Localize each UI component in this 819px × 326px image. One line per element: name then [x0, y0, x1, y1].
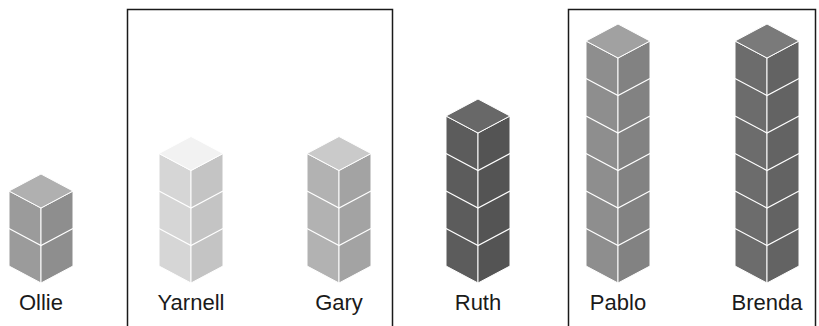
group-frames	[128, 10, 816, 326]
cube-edge	[9, 229, 73, 246]
cube-top	[159, 137, 223, 171]
cube-top	[9, 174, 73, 208]
cube-edge	[735, 229, 799, 246]
cube-edge	[735, 191, 799, 208]
cube-edge	[586, 154, 650, 171]
cube-edge	[586, 79, 650, 96]
person-name: Ollie	[19, 290, 63, 316]
person-name: Brenda	[732, 290, 803, 316]
person-name: Pablo	[590, 290, 646, 316]
cube-edge	[446, 154, 510, 171]
cube-stack	[446, 99, 510, 283]
cube-edge	[159, 191, 223, 208]
cube-edge	[586, 191, 650, 208]
group-frame	[569, 10, 816, 326]
person-name: Ruth	[455, 290, 501, 316]
cube-stack	[9, 174, 73, 283]
cube-edge	[586, 116, 650, 133]
person-name: Yarnell	[158, 290, 225, 316]
cube-face	[307, 154, 339, 284]
cube-edge	[446, 191, 510, 208]
cube-edge	[735, 79, 799, 96]
cube-face	[159, 154, 191, 284]
cube-top	[586, 24, 650, 58]
cube-stack	[159, 137, 223, 284]
cube-edge	[446, 229, 510, 246]
cube-face	[191, 154, 223, 284]
cube-stack	[735, 24, 799, 283]
cube-edge	[735, 154, 799, 171]
cube-stack	[307, 137, 371, 284]
person-name: Gary	[315, 290, 363, 316]
cube-top	[446, 99, 510, 133]
group-frame	[128, 10, 393, 326]
cube-edge	[307, 191, 371, 208]
cube-stack	[586, 24, 650, 283]
cube-face	[339, 154, 371, 284]
cube-edge	[159, 229, 223, 246]
cube-top	[735, 24, 799, 58]
cube-edge	[586, 229, 650, 246]
cube-edge	[735, 116, 799, 133]
cube-edge	[307, 229, 371, 246]
cube-top	[307, 137, 371, 171]
